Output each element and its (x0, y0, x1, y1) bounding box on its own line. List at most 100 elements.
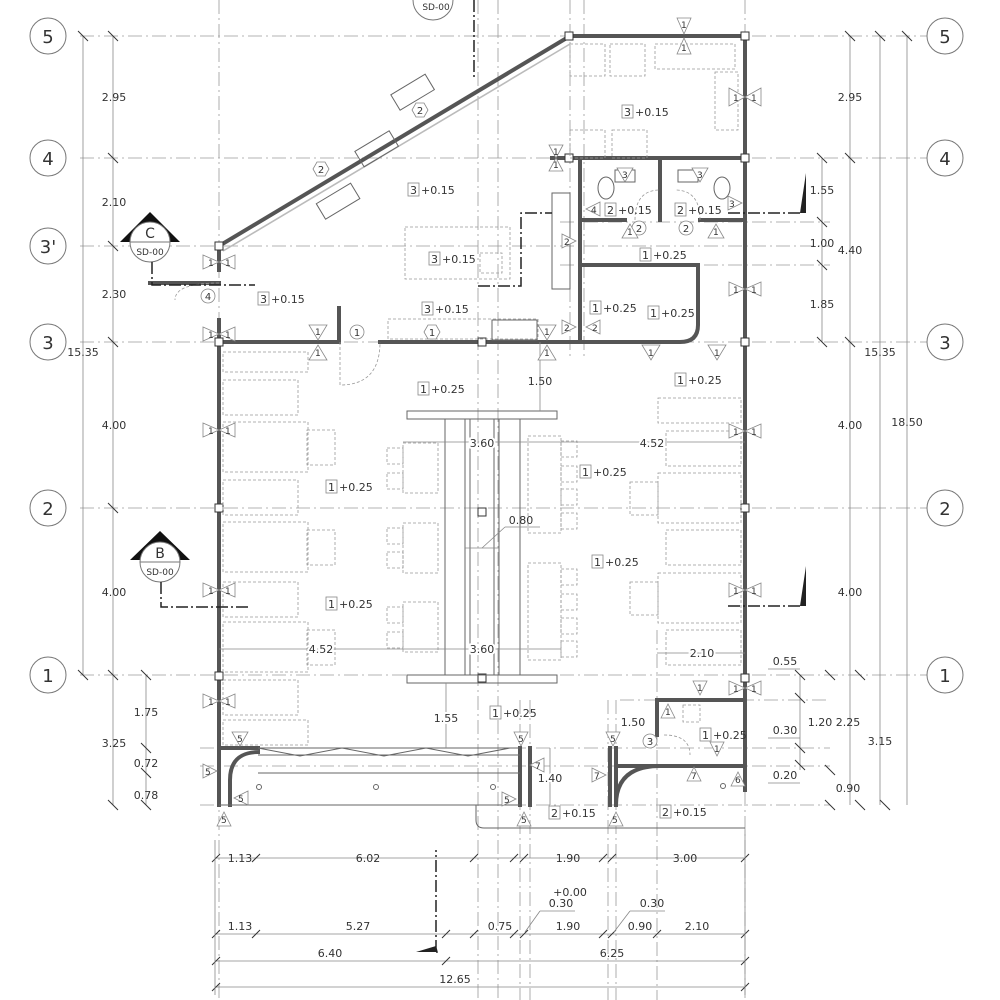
svg-text:3.60: 3.60 (470, 643, 495, 656)
svg-text:4: 4 (205, 292, 211, 303)
svg-text:+0.15: +0.15 (435, 303, 469, 316)
grid-bubble-3-left: 3 (29, 323, 67, 361)
svg-text:1: 1 (733, 428, 739, 438)
svg-text:2: 2 (939, 499, 950, 520)
svg-text:2: 2 (564, 324, 570, 334)
svg-text:1: 1 (681, 44, 687, 54)
svg-text:+0.25: +0.25 (339, 481, 373, 494)
svg-text:1: 1 (592, 302, 599, 315)
svg-text:1: 1 (594, 556, 601, 569)
dim-bottom-3-00: 3.00 (673, 852, 698, 865)
dim-bottom-1-90-a: 1.90 (556, 852, 581, 865)
dim-bottom-1-13-b: 1.13 (228, 920, 253, 933)
elev-marker-single: 2 (561, 233, 577, 249)
svg-text:1: 1 (733, 94, 739, 104)
grid-bubble-2-left: 2 (29, 489, 67, 527)
elev-marker-single: 7 (529, 757, 545, 773)
grid-bubble-3-right: 3 (926, 323, 964, 361)
dim-left-total: 15.35 (67, 346, 99, 359)
door-tags: 4 1 2 2 3 (200, 220, 694, 749)
elev-marker-single: 2 (585, 319, 601, 335)
dim-left-0-72: 0.72 (134, 757, 159, 770)
svg-text:2: 2 (42, 499, 53, 520)
dim-right-1-00: 1.00 (810, 237, 835, 250)
elev-marker-pair: 11 (537, 324, 557, 361)
dim-note-0-30-a: 0.30 (549, 897, 574, 910)
svg-text:B: B (155, 546, 165, 562)
dim-left-4-00-a: 4.00 (102, 419, 127, 432)
elev-marker-single: 5 (233, 790, 249, 806)
svg-text:1: 1 (553, 148, 559, 158)
level-tag: 2+0.15 (604, 202, 652, 217)
level-tag: 2+0.15 (548, 805, 596, 820)
door-tag: 3 (642, 733, 658, 749)
grid-bubble-5-right: 5 (926, 17, 964, 55)
svg-text:+0.25: +0.25 (653, 249, 687, 262)
elev-marker-single: 6 (730, 771, 746, 787)
svg-text:1: 1 (429, 328, 435, 339)
svg-text:3.60: 3.60 (470, 437, 495, 450)
svg-text:3: 3 (431, 253, 438, 266)
svg-text:1: 1 (225, 259, 231, 269)
elev-marker-single: 1 (707, 223, 725, 239)
svg-text:7: 7 (535, 762, 541, 772)
svg-text:1: 1 (225, 331, 231, 341)
level-tag: 1+0.25 (591, 554, 639, 569)
svg-text:1: 1 (42, 666, 53, 687)
elev-marker-single: 1 (660, 703, 676, 719)
svg-text:1: 1 (315, 349, 321, 359)
elev-marker-single: 5 (513, 731, 529, 747)
svg-text:1: 1 (733, 685, 739, 695)
svg-text:SD-00: SD-00 (136, 248, 164, 258)
svg-text:4.52: 4.52 (640, 437, 665, 450)
right-dimension-chain: 2.95 1.55 1.00 4.40 1.85 15.35 18.50 4.0… (768, 30, 923, 811)
elev-marker-single: 3 (616, 167, 634, 183)
elev-marker-pair: 11 (548, 144, 564, 172)
svg-text:1: 1 (328, 481, 335, 494)
grid-lines-horizontal (80, 35, 930, 806)
level-tag: 2+0.15 (659, 804, 707, 819)
level-tag: 1+0.25 (639, 247, 687, 262)
dim-bottom-12-65: 12.65 (439, 973, 471, 986)
elev-marker-single: 1 (709, 741, 725, 757)
svg-text:1.55: 1.55 (434, 712, 459, 725)
svg-text:1: 1 (582, 466, 589, 479)
svg-text:+0.15: +0.15 (442, 253, 476, 266)
dim-left-3-25: 3.25 (102, 737, 127, 750)
svg-text:1: 1 (208, 427, 214, 437)
dim-right-0-90: 0.90 (836, 782, 861, 795)
svg-text:1.40: 1.40 (538, 772, 563, 785)
dim-left-4-00-b: 4.00 (102, 586, 127, 599)
door-tag: 1 (349, 324, 365, 340)
svg-text:5: 5 (205, 768, 211, 778)
dim-right-2-95: 2.95 (838, 91, 863, 104)
dim-left-1-75: 1.75 (134, 706, 159, 719)
svg-text:7: 7 (594, 772, 600, 782)
dim-bottom-1-13-a: 1.13 (228, 852, 253, 865)
grid-bubbles-right: 5 4 3 2 1 (926, 17, 964, 694)
left-dimension-chain: 2.95 2.10 2.30 15.35 4.00 4.00 1.75 3.25… (67, 30, 159, 811)
grid-bubble-2-right: 2 (926, 489, 964, 527)
dim-bottom-0-90: 0.90 (628, 920, 653, 933)
svg-text:1: 1 (733, 286, 739, 296)
grid-bubbles-left: 5 4 3' 3 2 1 (29, 17, 67, 694)
svg-text:+0.15: +0.15 (271, 293, 305, 306)
svg-text:3: 3 (697, 171, 703, 181)
svg-text:+0.25: +0.25 (431, 383, 465, 396)
dim-right-4-00-a: 4.00 (838, 419, 863, 432)
dim-right-2-25: 2.25 (836, 716, 861, 729)
svg-text:3': 3' (40, 237, 56, 258)
svg-text:2: 2 (662, 806, 669, 819)
svg-text:5: 5 (221, 816, 227, 826)
section-marker-top: SD-00 (412, 0, 475, 80)
svg-text:3.60: 3.60 (470, 643, 495, 656)
level-tag: 1+0.25 (417, 381, 465, 396)
svg-text:1: 1 (648, 349, 654, 359)
dim-right-0-55: 0.55 (773, 655, 798, 668)
elev-marker-single: 5 (501, 791, 517, 807)
